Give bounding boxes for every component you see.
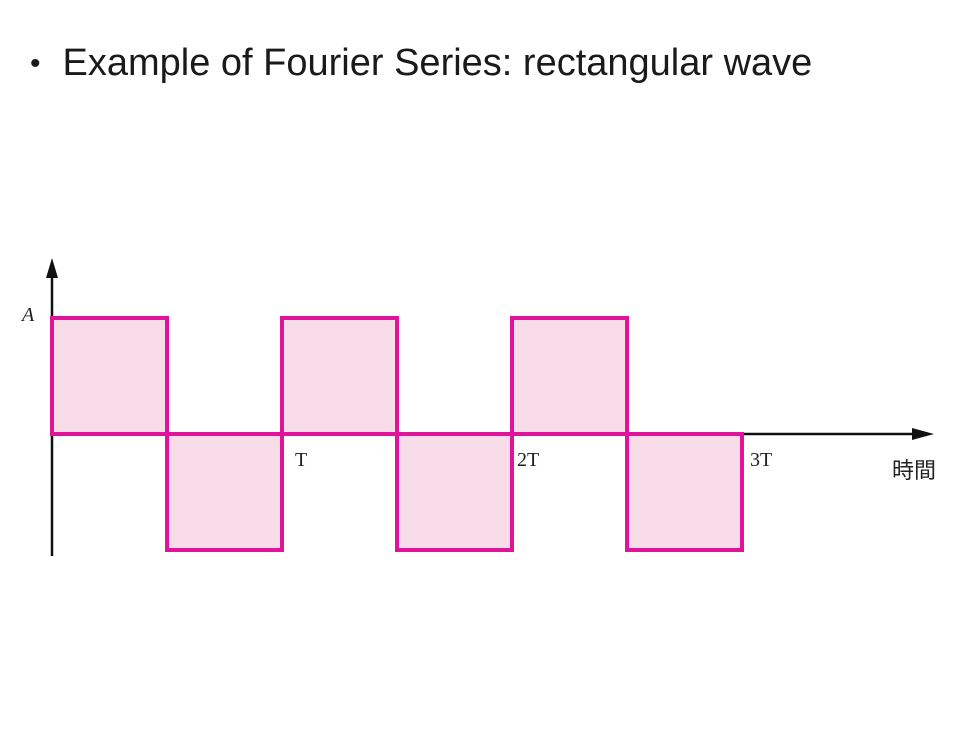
wave-segment-5 xyxy=(625,432,744,552)
wave-segment-0 xyxy=(50,316,169,436)
wave-segment-4 xyxy=(510,316,629,436)
wave-fill-4 xyxy=(512,318,627,434)
wave-fill-1 xyxy=(167,434,282,550)
wave-fill-group xyxy=(52,318,742,550)
wave-segment-3 xyxy=(395,432,514,552)
y-axis-label: A xyxy=(20,304,35,326)
tick-label-2T: 2T xyxy=(517,449,539,471)
tick-label-T: T xyxy=(295,449,307,471)
wave-fill-0 xyxy=(52,318,167,434)
tick-label-3T: 3T xyxy=(750,449,772,471)
x-axis-arrow-icon xyxy=(912,428,934,440)
wave-outline-group xyxy=(50,316,744,552)
wave-segment-2 xyxy=(280,316,399,436)
x-axis-label: 時間 xyxy=(892,459,936,484)
slide-title: Example of Fourier Series: rectangular w… xyxy=(62,42,813,84)
wave-fill-2 xyxy=(282,318,397,434)
title-line: • Example of Fourier Series: rectangular… xyxy=(30,42,812,85)
wave-segment-1 xyxy=(165,432,284,552)
y-axis-arrow-icon xyxy=(46,258,58,278)
wave-fill-5 xyxy=(627,434,742,550)
wave-fill-3 xyxy=(397,434,512,550)
bullet-icon: • xyxy=(30,46,41,80)
